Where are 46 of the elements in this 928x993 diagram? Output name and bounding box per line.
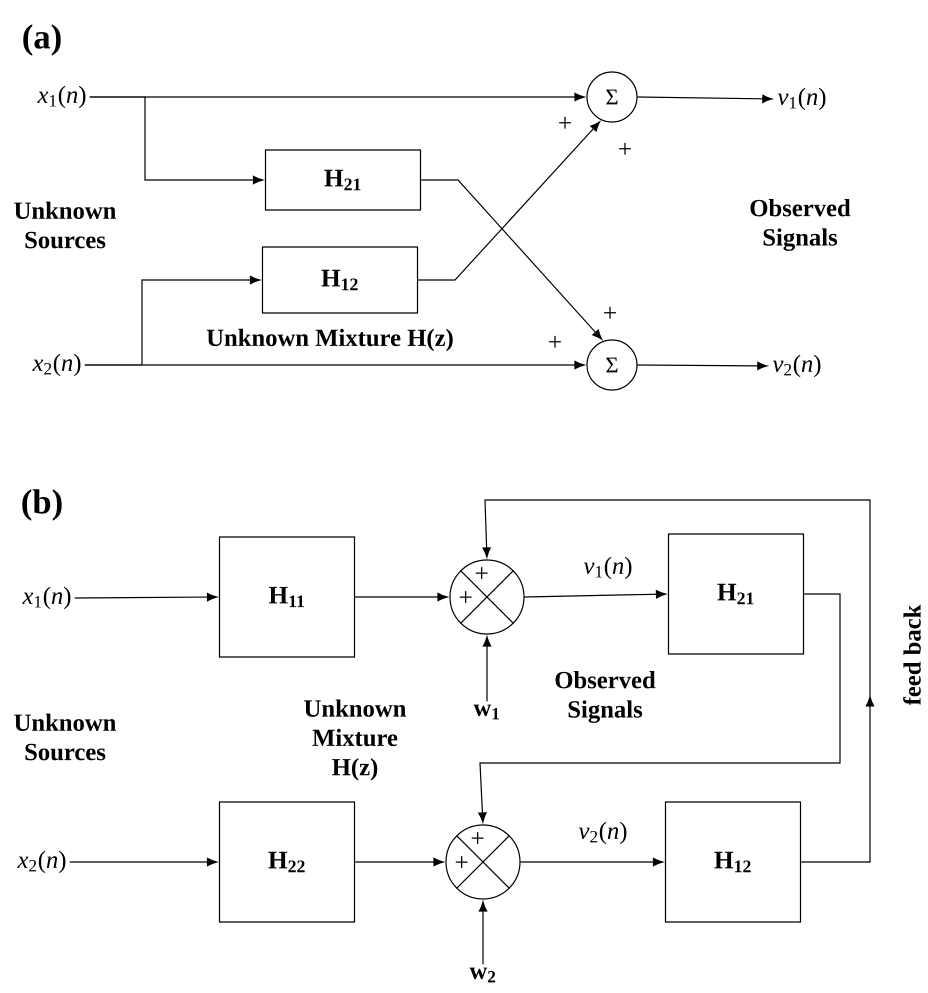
edge-label: v$_{1}$(n) [584, 556, 632, 580]
text-label: Observed Signals [750, 199, 850, 251]
filter-box: H$_{21}$ [264, 149, 422, 211]
arrow [638, 362, 768, 370]
arrow [355, 592, 448, 602]
arrow [90, 96, 264, 184]
panel-label: (a) [23, 24, 61, 56]
plus-sign: + [604, 306, 616, 319]
arrow [478, 593, 841, 823]
signal-label: v$_{2}$(n) [772, 354, 820, 378]
filter-box: H$_{11}$ [218, 536, 356, 658]
text-label: Unknown Sources [14, 714, 116, 760]
summing-junction: + + [449, 559, 525, 635]
summing-junction: + + [445, 824, 521, 900]
signal-label: x$_{1}$(n) [22, 586, 70, 610]
arrow [74, 592, 218, 602]
arrow [355, 858, 444, 866]
arrow [84, 360, 585, 370]
signal-label: x$_{2}$(n) [32, 354, 80, 376]
signal-label: w$_{2}$ [470, 968, 496, 982]
arrow [70, 858, 218, 866]
arrow [524, 590, 666, 598]
signal-label: x$_{1}$(n) [37, 86, 86, 108]
signal-label: x$_{2}$(n) [17, 850, 66, 874]
arrow [478, 901, 488, 964]
arrow [638, 94, 772, 104]
edge-label: v$_{2}$(n) [578, 822, 626, 844]
panel-label: (b) [22, 489, 62, 521]
arrow [520, 858, 664, 866]
arrow [482, 636, 492, 702]
signal-label: w$_{1}$ [474, 704, 499, 720]
filter-box: H$_{12}$ [262, 246, 418, 314]
filter-box: H$_{12}$ [664, 801, 802, 923]
arrow [482, 499, 874, 863]
filter-box: H$_{22}$ [218, 801, 356, 923]
text-label: feed back [903, 604, 921, 706]
arrow [418, 121, 600, 281]
text-label: Unknown Sources [14, 202, 116, 248]
signal-label: v$_{1}$(n) [778, 88, 826, 110]
filter-box: H$_{21}$ [668, 533, 804, 655]
text-label: Unknown Mixture H(z) [304, 699, 406, 780]
text-label: Unknown Mixture H(z) [206, 328, 453, 352]
plus-sign: + [549, 336, 561, 348]
arrow [421, 179, 602, 340]
plus-sign: + [559, 116, 571, 129]
text-label: Observed Signals [556, 671, 656, 723]
